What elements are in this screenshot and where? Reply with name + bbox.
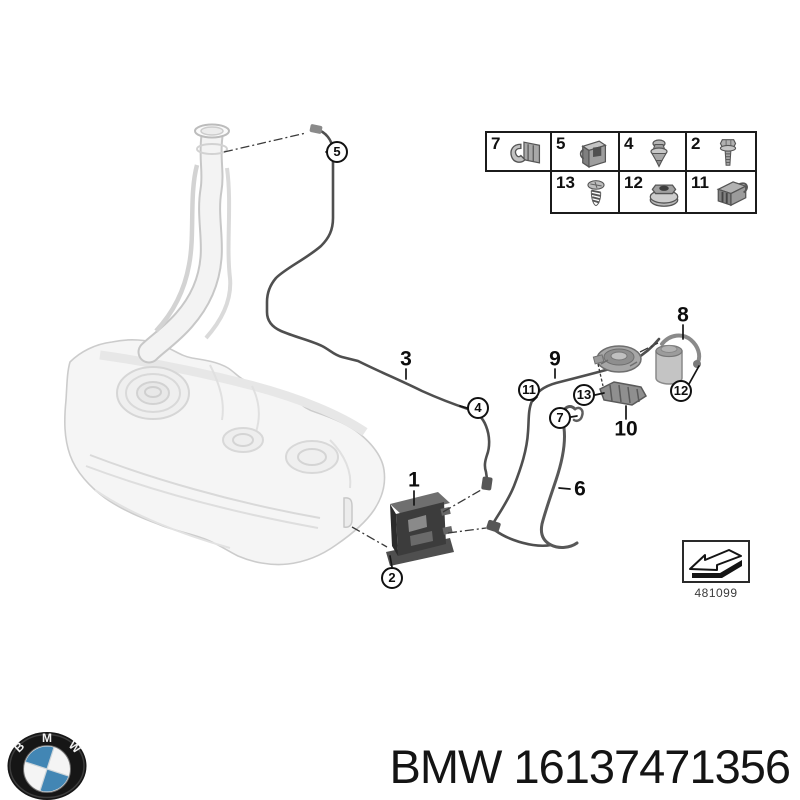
filler-vent-tube [154, 164, 200, 333]
legend-number-5: 5 [556, 134, 566, 153]
view-direction-stamp [682, 540, 750, 583]
callout-3: 3 [400, 347, 412, 371]
legend-cell-7: 7 [485, 131, 552, 172]
callout-10: 10 [614, 417, 638, 441]
fuel-tank-illustration [64, 339, 386, 566]
callout-9: 9 [549, 347, 561, 371]
plastic-nut-icon [643, 173, 685, 212]
legend-cell-4: 4 [618, 131, 687, 172]
spring-clip-icon [709, 173, 755, 212]
legend-number-12: 12 [624, 173, 643, 192]
callout-8: 8 [677, 303, 689, 327]
callout-circle-5: 5 [326, 141, 348, 163]
legend-number-13: 13 [556, 173, 575, 192]
canister-assembly-8 [592, 333, 702, 406]
legend-number-2: 2 [691, 134, 701, 153]
carbon-canister [655, 350, 683, 385]
tank-outlet-nib [343, 497, 353, 528]
bmw-logo: B M W [7, 731, 87, 800]
hex-bolt-icon [700, 134, 755, 170]
callout-6: 6 [574, 477, 586, 501]
legend-cell-5: 5 [550, 131, 620, 172]
hose-hook-end [572, 406, 584, 423]
flange-fitting [592, 354, 605, 365]
legend-number-4: 4 [624, 134, 634, 153]
filler-vent-tube-2 [204, 167, 233, 340]
canister-hose [660, 333, 702, 364]
legend-cell-11: 11 [685, 170, 757, 214]
vent-valve-unit-1 [386, 492, 454, 566]
legend-cell-2: 2 [685, 131, 757, 172]
expanding-rivet-icon [633, 134, 685, 170]
callout-circle-11: 11 [518, 379, 540, 401]
legend-number-7: 7 [491, 134, 501, 153]
legend-cell-13: 13 [550, 170, 620, 214]
quick-connectors [309, 124, 501, 533]
assembly-lines [223, 132, 659, 548]
legend-number-11: 11 [691, 173, 709, 192]
callout-circle-2: 2 [381, 567, 403, 589]
view-direction-arrow-icon [689, 549, 742, 578]
callout-circle-4: 4 [467, 397, 489, 419]
holder-clip-icon [565, 134, 618, 170]
callout-circle-13: 13 [573, 384, 595, 406]
fastener-legend: 7 5 4 2 13 12 11 [485, 131, 759, 216]
countersunk-screw-icon [575, 173, 618, 212]
roundel-quadrants [24, 746, 70, 792]
clamp-clip-icon [500, 134, 550, 170]
logo-letter-m: M [42, 731, 52, 745]
callout-1: 1 [408, 468, 420, 492]
vent-line-3 [265, 127, 491, 481]
callout-circle-7: 7 [549, 407, 571, 429]
part-number-text: BMW 16137471356 [389, 740, 791, 793]
hose-fitting [693, 360, 701, 368]
callout-circle-12: 12 [670, 380, 692, 402]
legend-cell-12: 12 [618, 170, 687, 214]
diagram-code: 481099 [694, 586, 738, 600]
filler-pipe-illustration [137, 123, 233, 364]
